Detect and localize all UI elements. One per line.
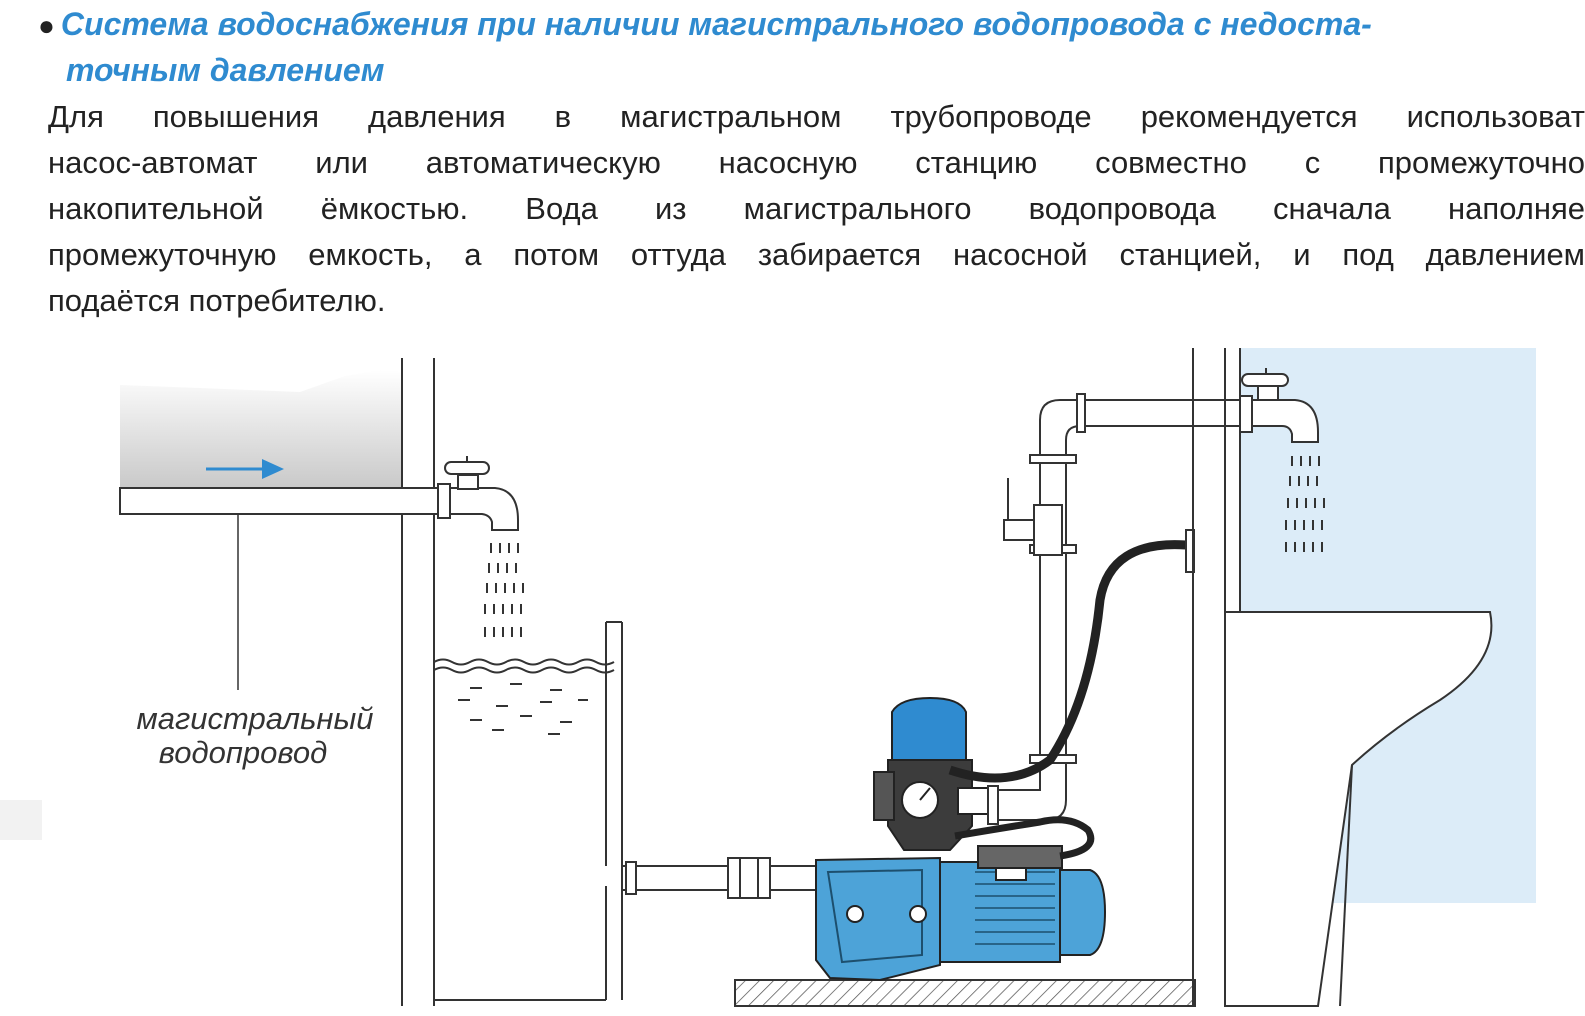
- main-pipe-label: магистральный водопровод: [110, 702, 400, 770]
- faucet-icon: [1239, 368, 1319, 443]
- ball-valve-icon: [1003, 478, 1035, 541]
- main-pipe-label-line-1: магистральный: [136, 701, 374, 736]
- pressure-hose: [948, 540, 1187, 783]
- power-cable: [954, 816, 1095, 860]
- paragraph-line: Для повышения давления в магистральном т…: [48, 99, 1585, 134]
- flow-arrow-icon: [206, 459, 284, 479]
- bullet-icon: ●: [38, 10, 55, 41]
- floor-slab: [734, 979, 1196, 1007]
- main-pipe-ground-shading: [120, 370, 402, 488]
- suction-pipe: [621, 857, 828, 899]
- paragraph-line: насос-автомат или автоматическую насосну…: [48, 145, 1585, 180]
- heading-line-1: Система водоснабжения при наличии магист…: [60, 6, 1372, 42]
- paragraph-line: промежуточную емкость, а потом оттуда за…: [48, 237, 1585, 272]
- paragraph-line: подаётся потребителю.: [48, 283, 386, 318]
- left-wall: [401, 358, 435, 1006]
- water-stream-right: [1285, 456, 1325, 552]
- main-water-pipe: [119, 487, 443, 690]
- heading-line-2: точным давлением: [66, 52, 385, 88]
- water-stream-left: [484, 543, 524, 637]
- description-paragraph: Для повышения давления в магистральном т…: [48, 94, 1585, 324]
- sink-icon: [1224, 611, 1493, 1007]
- page-edge-mark: [0, 800, 42, 840]
- faucet-icon: [437, 456, 519, 531]
- pressure-gauge-icon: [901, 781, 939, 819]
- storage-tank: [433, 621, 623, 1001]
- main-pipe-label-line-2: водопровод: [158, 735, 328, 770]
- section-heading: ●Система водоснабжения при наличии магис…: [38, 2, 1578, 92]
- discharge-pipe: [987, 393, 1241, 825]
- paragraph-line: накопительной ёмкостью. Вода из магистра…: [48, 191, 1585, 226]
